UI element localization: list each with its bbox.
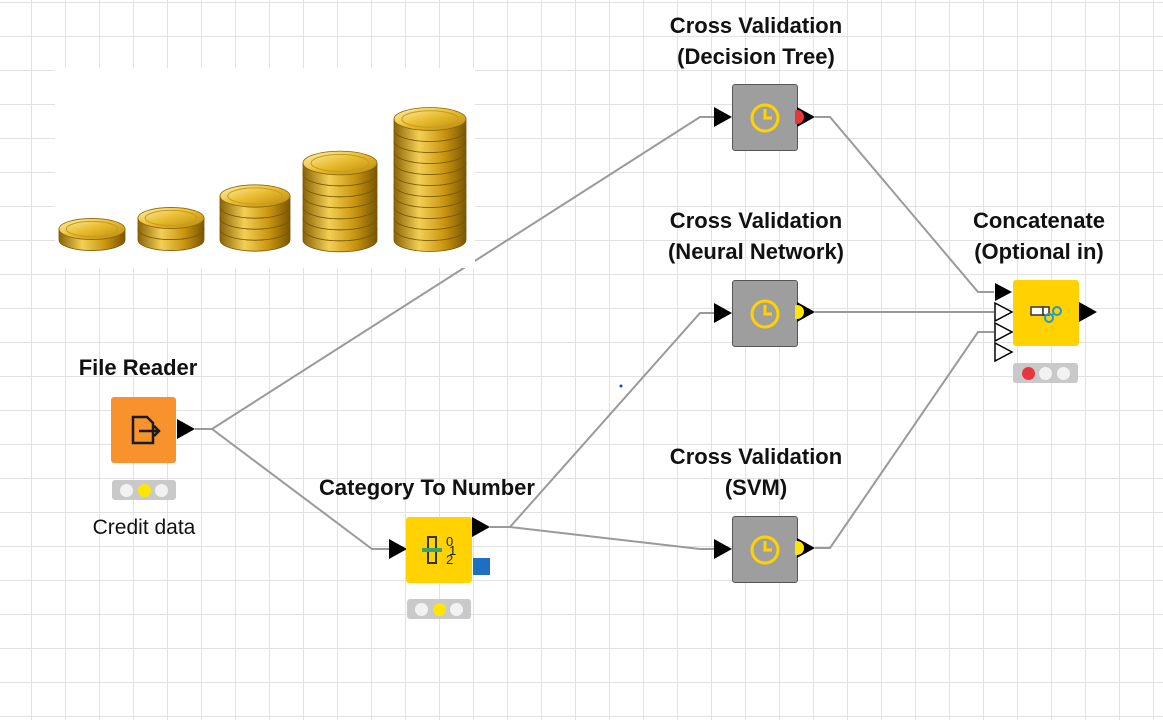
connection-cv-tree-to-concat	[815, 116, 994, 293]
cv-neural-network-output-port[interactable]	[795, 302, 815, 322]
category-to-number-label: Category To Number	[319, 475, 535, 500]
svg-text:0: 0	[446, 534, 453, 549]
cv-neural-network-node[interactable]	[732, 280, 798, 347]
file-reader-caption[interactable]: Credit data	[92, 516, 196, 539]
cv-decision-tree-output-port[interactable]	[795, 107, 815, 127]
concatenate-label: Concatenate (Optional in)	[972, 208, 1106, 264]
canvas-dot	[619, 384, 623, 388]
loop-clock-icon	[750, 103, 780, 133]
status-light-red	[120, 483, 134, 497]
concatenate-icon	[1030, 306, 1062, 323]
concatenate-output-port[interactable]	[1079, 302, 1097, 322]
category-to-number-node[interactable]: 0 1 2	[406, 517, 472, 583]
file-reader-icon	[131, 415, 161, 445]
svg-text:2: 2	[446, 552, 453, 567]
loop-clock-icon	[750, 299, 780, 329]
cv-decision-tree-input-port[interactable]	[714, 107, 732, 127]
category-to-number-status-lights	[407, 599, 471, 619]
cv-decision-tree-label: Cross Validation (Decision Tree)	[669, 13, 843, 69]
concatenate-node[interactable]	[1013, 280, 1079, 346]
concatenate-status-lights	[1013, 363, 1078, 383]
cv-svm-node[interactable]	[732, 516, 798, 583]
cv-decision-tree-node[interactable]	[732, 84, 798, 151]
status-light-yellow	[1039, 366, 1052, 380]
cv-svm-label: Cross Validation (SVM)	[669, 444, 843, 500]
cv-neural-network-input-port[interactable]	[714, 303, 732, 323]
concatenate-input-port-4	[994, 341, 1014, 362]
concatenate-input-ports[interactable]	[994, 282, 1014, 362]
file-reader-node[interactable]	[111, 397, 176, 463]
file-reader-label: File Reader	[78, 355, 198, 380]
category-to-number-input-port[interactable]	[389, 539, 407, 559]
status-light-green	[154, 483, 168, 497]
concatenate-input-port-1	[995, 283, 1012, 301]
cv-svm-input-port[interactable]	[714, 539, 732, 559]
connection-category-to-cv-svm	[490, 526, 714, 550]
category-to-number-model-port[interactable]	[473, 558, 490, 575]
cv-svm-output-port[interactable]	[795, 538, 815, 558]
status-light-green	[1056, 366, 1070, 380]
connection-cv-svm-to-concat	[815, 331, 994, 549]
file-reader-status-lights	[112, 480, 176, 500]
status-light-yellow	[432, 602, 446, 616]
status-light-red	[1021, 366, 1035, 380]
status-light-red	[415, 602, 429, 616]
concatenate-input-port-2	[994, 301, 1014, 323]
category-to-number-output-port[interactable]	[472, 517, 490, 537]
category-to-number-icon: 0 1 2	[422, 534, 456, 567]
concatenate-input-port-3	[994, 321, 1014, 343]
loop-clock-icon	[750, 535, 780, 565]
file-reader-output-port[interactable]	[177, 419, 195, 439]
status-light-yellow	[137, 483, 151, 497]
connection-reader-to-category	[195, 428, 390, 550]
cv-neural-network-label: Cross Validation (Neural Network)	[667, 208, 845, 264]
coin-stacks-image	[55, 68, 475, 268]
status-light-green	[449, 602, 463, 616]
svg-text:1: 1	[449, 543, 456, 558]
